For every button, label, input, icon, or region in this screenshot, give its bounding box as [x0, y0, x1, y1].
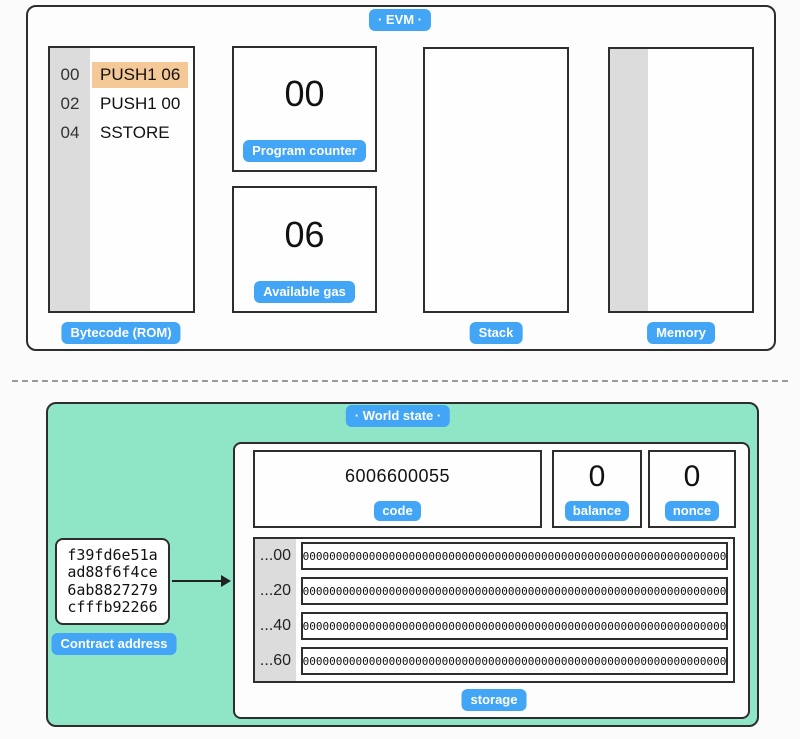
contract-address-badge: Contract address — [51, 633, 177, 655]
world-state-badge: · World state · — [345, 405, 451, 427]
balance-box: 0 balance — [552, 450, 642, 528]
nonce-value: 0 — [683, 459, 701, 493]
storage-row: ...60 0000000000000000000000000000000000… — [255, 647, 733, 675]
available-gas-badge: Available gas — [254, 281, 355, 303]
storage-offset-column — [255, 539, 296, 681]
memory-panel — [608, 47, 754, 313]
storage-value: 0000000000000000000000000000000000000000… — [301, 577, 728, 605]
contract-address-line: 6ab8827279 — [67, 580, 158, 599]
evm-badge: · EVM · — [368, 9, 432, 31]
program-counter-panel: 00 Program counter — [232, 46, 377, 172]
code-badge: code — [374, 501, 421, 521]
bytecode-offset-column — [50, 48, 90, 311]
memory-badge: Memory — [647, 322, 715, 344]
contract-address-box: f39fd6e51a ad88f6f4ce 6ab8827279 cfffb92… — [55, 538, 170, 625]
nonce-box: 0 nonce — [648, 450, 736, 528]
available-gas-value: 06 — [284, 213, 325, 255]
bytecode-offset: 04 — [60, 122, 80, 142]
storage-box: ...00 0000000000000000000000000000000000… — [253, 537, 735, 683]
storage-offset: ...20 — [259, 582, 292, 599]
storage-offset: ...60 — [259, 652, 292, 669]
storage-row: ...20 0000000000000000000000000000000000… — [255, 577, 733, 605]
bytecode-instruction-current: PUSH1 06 — [92, 61, 189, 88]
bytecode-instruction: SSTORE — [100, 122, 170, 142]
address-to-account-arrow — [172, 575, 231, 587]
storage-badge: storage — [461, 689, 527, 711]
bytecode-rows: 00 PUSH1 06 02 PUSH1 00 04 SSTORE — [50, 60, 193, 147]
storage-row: ...00 0000000000000000000000000000000000… — [255, 542, 733, 570]
contract-address-line: f39fd6e51a — [67, 545, 158, 564]
storage-value: 0000000000000000000000000000000000000000… — [301, 647, 728, 675]
memory-offset-column — [610, 49, 648, 311]
balance-value: 0 — [588, 459, 606, 493]
storage-value: 0000000000000000000000000000000000000000… — [301, 612, 728, 640]
stack-panel — [423, 47, 569, 313]
bytecode-instruction: PUSH1 00 — [100, 93, 181, 113]
balance-badge: balance — [564, 501, 630, 521]
contract-address-line: cfffb92266 — [67, 598, 158, 616]
bytecode-offset: 02 — [60, 93, 80, 113]
bytecode-row: 04 SSTORE — [50, 118, 193, 147]
bytecode-row: 02 PUSH1 00 — [50, 89, 193, 118]
code-box: 6006600055 code — [253, 450, 542, 528]
available-gas-panel: 06 Available gas — [232, 186, 377, 313]
bytecode-row: 00 PUSH1 06 — [50, 60, 193, 89]
storage-row: ...40 0000000000000000000000000000000000… — [255, 612, 733, 640]
program-counter-badge: Program counter — [243, 140, 366, 162]
bytecode-offset: 00 — [60, 64, 80, 84]
section-divider — [12, 380, 788, 382]
program-counter-value: 00 — [284, 73, 325, 114]
storage-value: 0000000000000000000000000000000000000000… — [301, 542, 728, 570]
bytecode-rom-badge: Bytecode (ROM) — [61, 322, 181, 344]
storage-rows: ...00 0000000000000000000000000000000000… — [255, 539, 733, 682]
contract-address-line: ad88f6f4ce — [67, 563, 158, 581]
bytecode-panel: 00 PUSH1 06 02 PUSH1 00 04 SSTORE — [48, 46, 195, 313]
stack-badge: Stack — [469, 322, 523, 344]
storage-offset: ...40 — [259, 617, 292, 634]
nonce-badge: nonce — [664, 501, 720, 521]
storage-offset: ...00 — [259, 547, 292, 564]
code-value: 6006600055 — [344, 466, 451, 486]
